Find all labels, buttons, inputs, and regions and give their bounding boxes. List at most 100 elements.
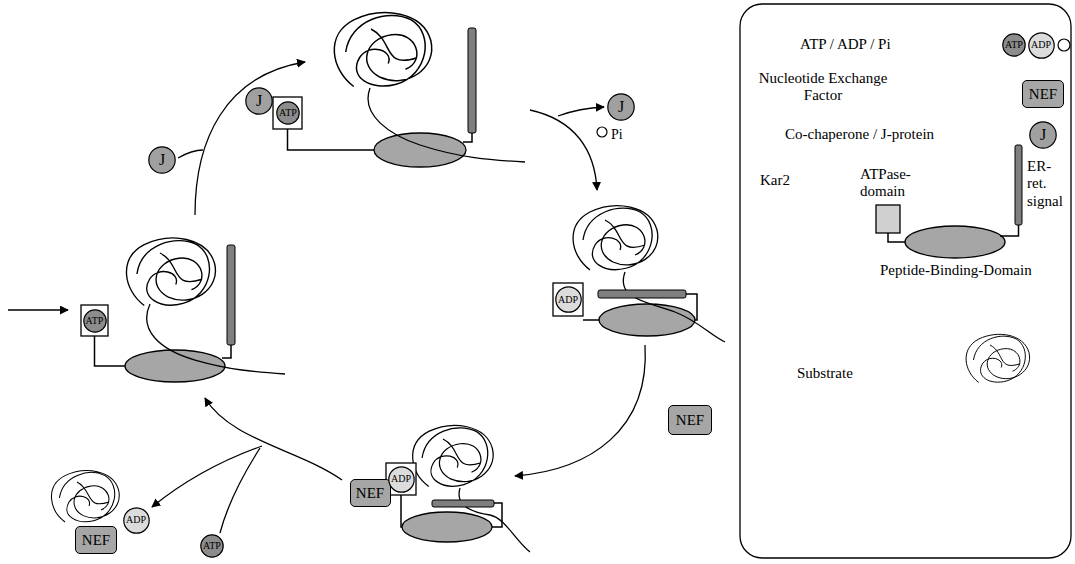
atpase-domain — [81, 305, 108, 336]
node-text: ATP — [279, 108, 297, 118]
substrate-tail — [147, 304, 285, 374]
atpase-domain — [386, 463, 416, 495]
peptide-binding-domain — [374, 133, 466, 167]
circle-shape — [149, 147, 175, 173]
circle-shape — [388, 466, 413, 491]
molecule-circle: J — [245, 87, 273, 115]
release-arrow — [558, 107, 604, 116]
nef-box: NEF — [1022, 80, 1064, 108]
legend-entry: Substrate — [797, 365, 853, 382]
atpase-domain — [553, 283, 583, 316]
lid — [227, 245, 235, 345]
lid — [1015, 145, 1022, 225]
cycle-arrow — [530, 110, 597, 190]
legend-text: Kar2 — [760, 172, 790, 188]
substrate-tail — [368, 88, 525, 162]
peptide-binding-domain — [599, 304, 695, 336]
entry-arrow — [8, 309, 68, 310]
circle-shape — [83, 309, 105, 331]
molecule-circle: J — [1029, 121, 1057, 149]
part-label: ER-ret. signal — [1027, 158, 1067, 210]
circle-shape — [1030, 122, 1056, 148]
node-text: NEF — [356, 486, 384, 501]
circle-shape — [123, 507, 148, 532]
node-text: ADP — [1031, 40, 1051, 50]
legend-entry: Kar2 — [760, 172, 790, 189]
part-label: Pi — [611, 127, 623, 143]
linker — [222, 345, 231, 358]
substrate-tail — [459, 488, 530, 552]
peptide-binding-domain — [402, 512, 492, 542]
molecule-circle: ATP — [83, 309, 107, 333]
circle-shape — [608, 94, 634, 120]
legend-entry: ATP / ADP / Pi — [800, 36, 891, 53]
part-label: ATPase-domain — [860, 166, 918, 201]
node-text: J — [256, 93, 262, 109]
nef-box: NEF — [75, 526, 117, 554]
atpase-domain — [876, 205, 900, 233]
node-text: ADP — [126, 515, 146, 525]
release-arrow — [152, 446, 262, 507]
molecule-circle: J — [607, 93, 635, 121]
substrate — [51, 471, 119, 522]
node-text: J — [618, 99, 624, 115]
peptide-binding-domain — [125, 350, 225, 382]
legend-text: Nucleotide Exchange Factor — [759, 70, 888, 103]
linker — [288, 129, 375, 150]
lid — [598, 290, 686, 298]
atpase-domain — [273, 97, 302, 129]
node-text: ADP — [391, 474, 411, 484]
join-line — [178, 150, 203, 158]
join-line — [220, 448, 260, 533]
substrate — [966, 334, 1030, 382]
node-text: ATP — [203, 541, 221, 551]
linker — [1000, 225, 1019, 236]
cycle-arrow — [515, 345, 645, 476]
part-label: Peptide-Binding-Domain — [880, 262, 1032, 279]
linker — [463, 133, 472, 142]
molecule-circle: ATP — [276, 101, 300, 125]
nef-box: NEF — [668, 405, 712, 435]
linker — [583, 319, 599, 321]
substrate — [126, 238, 215, 305]
legend-frame — [740, 4, 1071, 558]
molecule-circle: J — [148, 146, 176, 174]
circle-shape — [201, 535, 223, 557]
lid — [432, 500, 494, 507]
substrate — [573, 206, 658, 270]
linker — [401, 495, 402, 527]
node-text: NEF — [1029, 87, 1057, 102]
molecule-circle: ATP — [200, 534, 224, 558]
cycle-arrow — [195, 62, 305, 215]
molecule-circle: ATP — [1002, 33, 1026, 57]
node-text: J — [159, 152, 165, 168]
node-text: ATP — [86, 316, 104, 326]
nef-box: NEF — [350, 479, 391, 507]
legend-text: ATP / ADP / Pi — [800, 36, 891, 52]
peptide-binding-domain — [905, 226, 1005, 258]
node-text: NEF — [676, 413, 704, 428]
circle-shape — [277, 102, 299, 124]
linker — [95, 336, 126, 366]
legend-entry: Nucleotide Exchange Factor — [748, 70, 898, 105]
node-text: J — [1040, 127, 1046, 143]
substrate — [334, 13, 431, 87]
linker — [888, 233, 905, 242]
legend-entry: Co-chaperone / J-protein — [785, 126, 934, 143]
substrate — [413, 425, 494, 486]
phosphate-circle — [597, 127, 607, 137]
node-text: NEF — [82, 533, 110, 548]
molecule-circle: ADP — [123, 507, 150, 534]
molecule-circle: ADP — [1028, 32, 1055, 59]
substrate-tail — [623, 272, 725, 342]
node-text: ADP — [558, 295, 578, 305]
circle-shape — [1028, 32, 1053, 57]
phosphate-circle — [1058, 39, 1070, 51]
lid — [468, 28, 476, 133]
molecule-circle: ADP — [388, 466, 415, 493]
circle-shape — [246, 88, 272, 114]
circle-shape — [1003, 34, 1025, 56]
circle-shape — [555, 287, 580, 312]
